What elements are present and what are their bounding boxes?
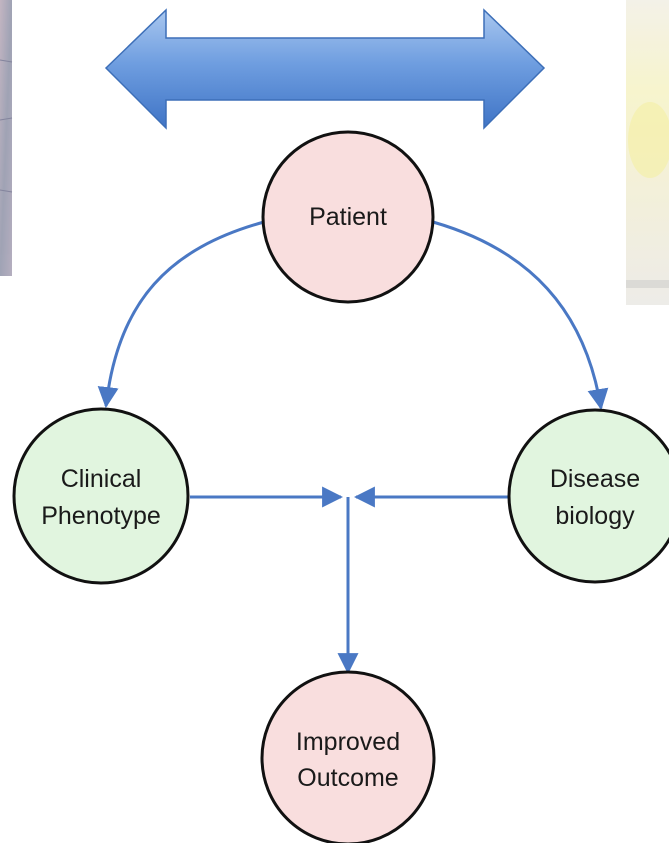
background-photo-right xyxy=(626,0,669,305)
node-clinical-phenotype: Clinical Phenotype xyxy=(12,407,190,585)
double-arrow-icon xyxy=(104,8,546,130)
node-improved-outcome-label-line-1: Improved xyxy=(296,728,400,756)
background-photo-left xyxy=(0,0,13,276)
connector-patient-to-clinical-phenotype xyxy=(97,220,265,409)
connectors xyxy=(97,220,609,675)
node-clinical-phenotype-label-line-1: Clinical xyxy=(61,465,142,493)
node-disease-biology: Disease biology xyxy=(507,408,669,584)
node-disease-biology-label-line-2: biology xyxy=(555,502,635,530)
node-disease-biology-label-line-1: Disease xyxy=(550,465,640,493)
node-improved-outcome: Improved Outcome xyxy=(260,670,436,843)
node-improved-outcome-label-line-2: Outcome xyxy=(297,764,398,792)
node-clinical-phenotype-label-line-2: Phenotype xyxy=(41,502,161,530)
connector-patient-to-disease-biology xyxy=(432,220,609,411)
node-patient-label: Patient xyxy=(309,203,387,231)
node-patient: Patient xyxy=(261,130,435,304)
